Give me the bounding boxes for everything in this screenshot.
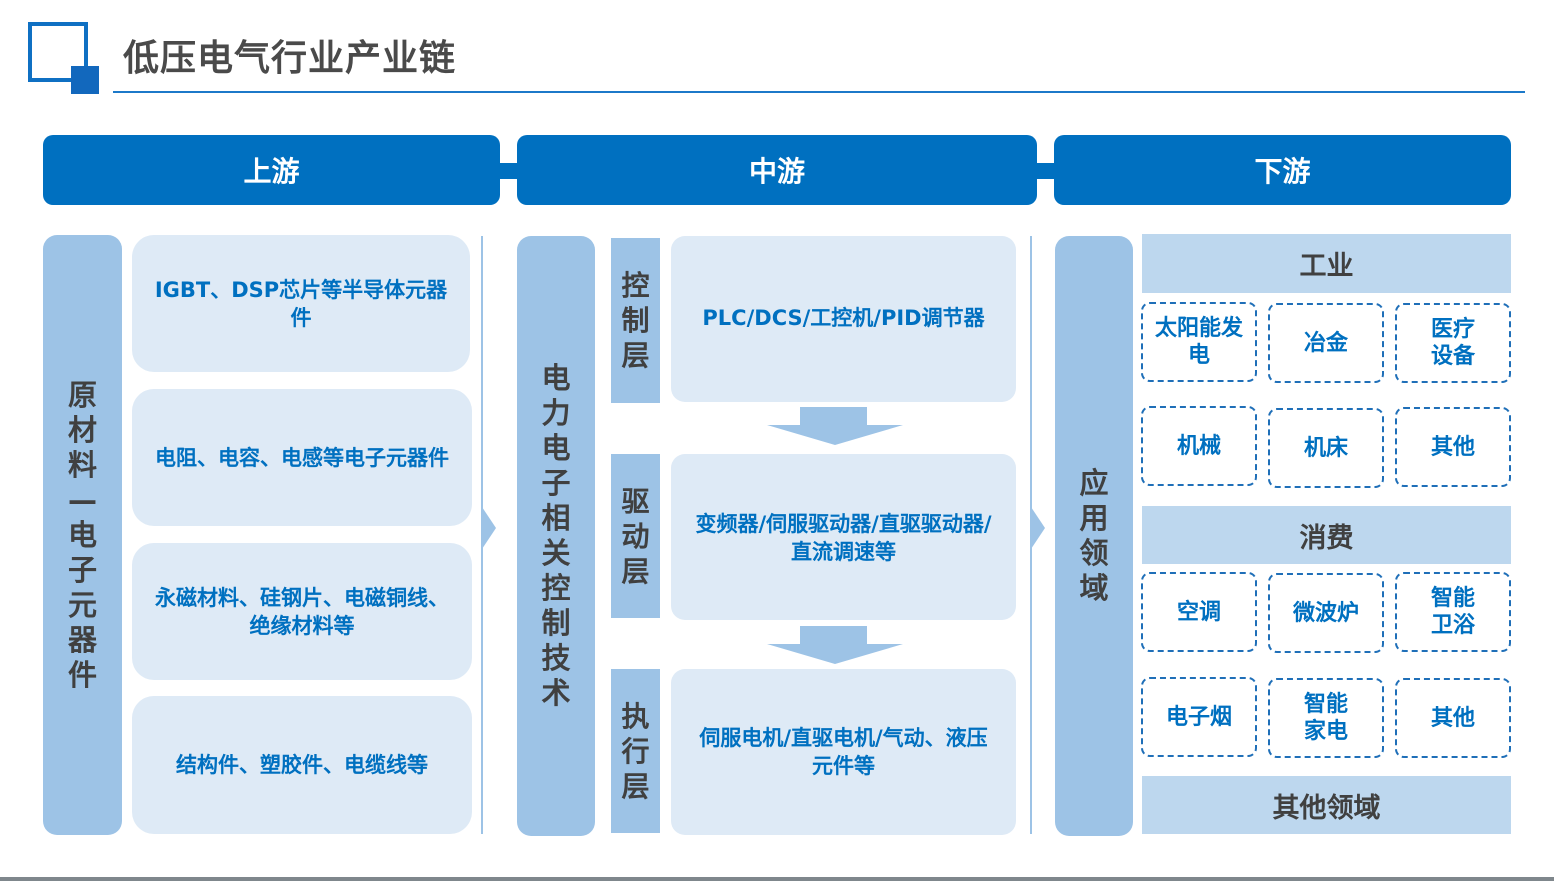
layer-content-control: PLC/DCS/工控机/PID调节器	[671, 236, 1016, 402]
header-midstream: 中游	[517, 135, 1037, 205]
application-item-text: 其他	[1430, 434, 1475, 460]
upstream-category-label: 原材料—电子元器件	[68, 377, 98, 692]
application-item-text: 冶金	[1303, 330, 1348, 356]
logo-square-outline	[28, 22, 88, 82]
layer-tab-label: 驱动层	[621, 484, 650, 588]
application-item: 智能卫浴	[1395, 572, 1511, 652]
layer-content-text: 变频器/伺服驱动器/直驱驱动器/直流调速等	[695, 512, 992, 564]
group-header-consumer: 消费	[1142, 506, 1511, 564]
application-item: 空调	[1141, 572, 1257, 652]
application-item: 机械	[1141, 406, 1257, 486]
application-item: 机床	[1268, 408, 1384, 488]
chevron-right-icon	[1031, 507, 1045, 549]
application-item-text: 机床	[1303, 435, 1348, 461]
title-underline	[113, 91, 1525, 93]
upstream-item: 结构件、塑胶件、电缆线等	[132, 696, 472, 834]
application-item-text: 空调	[1176, 599, 1221, 625]
logo-square-filled	[71, 66, 99, 94]
application-item: 冶金	[1268, 303, 1384, 383]
application-item-text: 电子烟	[1165, 704, 1232, 730]
header-connector	[498, 163, 520, 179]
downstream-category-label: 应用领域	[1079, 466, 1109, 605]
application-item-text: 机械	[1176, 433, 1221, 459]
application-item: 微波炉	[1268, 573, 1384, 653]
application-item: 医疗设备	[1395, 303, 1511, 383]
layer-tab-label: 控制层	[621, 269, 650, 372]
upstream-item: 电阻、电容、电感等电子元器件	[132, 389, 472, 526]
downstream-category: 应用领域	[1055, 236, 1133, 836]
application-item-text: 微波炉	[1292, 600, 1359, 626]
application-item-text: 智能家电	[1303, 692, 1348, 744]
application-item: 其他	[1395, 678, 1511, 758]
upstream-item: IGBT、DSP芯片等半导体元器件	[132, 235, 470, 372]
application-item: 智能家电	[1268, 678, 1384, 758]
application-item-text: 医疗设备	[1430, 317, 1475, 369]
application-item-text: 太阳能发电	[1154, 316, 1243, 368]
footer-rule	[0, 877, 1554, 881]
page-title: 低压电气行业产业链	[123, 38, 457, 79]
down-arrow-icon	[767, 425, 903, 445]
chevron-right-icon	[482, 507, 496, 549]
application-item: 电子烟	[1141, 677, 1257, 757]
down-arrow-icon	[800, 407, 867, 426]
application-item-text: 智能卫浴	[1430, 586, 1475, 638]
layer-tab-control: 控制层	[611, 238, 660, 403]
upstream-item-text: IGBT、DSP芯片等半导体元器件	[154, 277, 448, 330]
upstream-item-text: 永磁材料、硅钢片、电磁铜线、绝缘材料等	[155, 585, 449, 638]
midstream-category: 电力电子相关控制技术	[517, 236, 595, 836]
upstream-item: 永磁材料、硅钢片、电磁铜线、绝缘材料等	[132, 543, 472, 680]
layer-tab-label: 执行层	[621, 699, 650, 803]
layer-content-text: 伺服电机/直驱电机/气动、液压元件等	[699, 726, 988, 778]
layer-content-text: PLC/DCS/工控机/PID调节器	[702, 306, 985, 330]
midstream-category-label: 电力电子相关控制技术	[541, 361, 571, 710]
group-header-industrial: 工业	[1142, 234, 1511, 293]
layer-tab-execution: 执行层	[611, 669, 660, 833]
upstream-category: 原材料—电子元器件	[43, 235, 122, 835]
header-downstream: 下游	[1054, 135, 1511, 205]
header-connector	[1035, 163, 1057, 179]
layer-tab-drive: 驱动层	[611, 454, 660, 618]
application-item: 其他	[1395, 407, 1511, 487]
down-arrow-icon	[800, 626, 867, 645]
group-header-other-fields: 其他领域	[1142, 776, 1511, 834]
header-upstream: 上游	[43, 135, 500, 205]
upstream-item-text: 电阻、电容、电感等电子元器件	[155, 445, 449, 470]
layer-content-drive: 变频器/伺服驱动器/直驱驱动器/直流调速等	[671, 454, 1016, 620]
down-arrow-icon	[767, 644, 903, 664]
application-item-text: 其他	[1430, 705, 1475, 731]
upstream-item-text: 结构件、塑胶件、电缆线等	[176, 753, 428, 777]
layer-content-execution: 伺服电机/直驱电机/气动、液压元件等	[671, 669, 1016, 835]
application-item: 太阳能发电	[1141, 302, 1257, 382]
